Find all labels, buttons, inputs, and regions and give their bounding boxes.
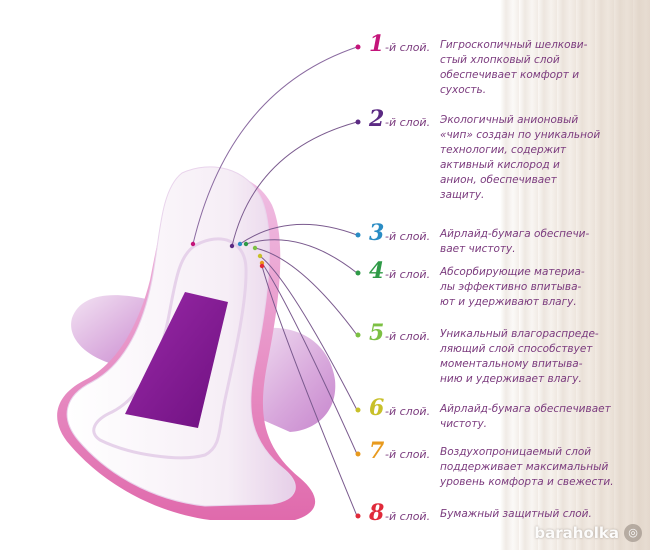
layer-2-description-line: анион, обеспечивает (440, 174, 557, 186)
layer-1-description-line: обеспечивает комфорт и (440, 69, 580, 81)
layer-3-description-line: вает чистоту. (440, 243, 516, 255)
absorbent-core (125, 292, 228, 428)
layer-4-description-line: ют и удерживают влагу. (440, 296, 577, 308)
layer-6-end-dot (355, 407, 361, 413)
layer-5-label: 5-й слой. (369, 322, 430, 344)
layer-2-description-line: Экологичный анионовый (440, 114, 579, 126)
layer-3-origin-dot (237, 241, 243, 247)
layer-7-description-line: Воздухопроницаемый слой (440, 446, 592, 458)
layer-4-label: 4-й слой. (369, 260, 430, 282)
layer-8-description-line: Бумажный защитный слой. (440, 508, 592, 520)
layer-4-number: 4 (369, 258, 385, 284)
layer-4-leader-line (245, 239, 358, 274)
layer-1-description-line: Гигроскопичный шелкови- (440, 39, 588, 51)
layer-1-suffix: -й слой. (385, 41, 431, 54)
layer-4-end-dot (355, 270, 361, 276)
watermark-logo-icon: ◎ (624, 524, 642, 542)
layer-5-description-line: моментальному впитыва- (440, 358, 583, 370)
layer-5-number: 5 (369, 320, 385, 346)
layer-6-leader-line (259, 255, 358, 411)
layer-2-description-line: защиту. (440, 189, 485, 201)
watermark: baraholka ◎ (534, 522, 642, 544)
layer-6-origin-dot (257, 253, 263, 259)
layer-7-description-line: поддерживает максимальный (440, 461, 609, 473)
layer-4-origin-dot (243, 241, 249, 247)
layer-8-leader-line (261, 265, 358, 517)
layer-2-number: 2 (369, 106, 385, 132)
layer-2-description-line: технологии, содержит (440, 144, 567, 156)
layer-3-leader-line (239, 223, 358, 245)
layer-4-description-line: лы эффективно впитыва- (440, 281, 582, 293)
layer-2-description: Экологичный анионовый «чип» создан по уни… (440, 113, 645, 203)
layer-5-description: Уникальный влагораспреде-ляющий слой спо… (440, 327, 645, 387)
layer-5-leader-line (254, 247, 358, 336)
layer-1-leader-line (192, 46, 358, 245)
layer-2-origin-dot (229, 243, 235, 249)
layer-1-label: 1-й слой. (369, 33, 430, 55)
layer-8-origin-dot (259, 263, 265, 269)
layer-5-description-line: Уникальный влагораспреде- (440, 328, 599, 340)
layer-7-description-line: уровень комфорта и свежести. (440, 476, 614, 488)
layer-5-description-line: нию и удерживает влагу. (440, 373, 582, 385)
layer-7-end-dot (355, 451, 361, 457)
layer-6-description-line: чистоту. (440, 418, 488, 430)
leader-lines (190, 44, 361, 519)
layer-1-origin-dot (190, 241, 196, 247)
layer-5-suffix: -й слой. (385, 330, 431, 343)
layer-6-description-line: Айрлайд-бумага обеспечивает (440, 403, 611, 415)
layer-6-label: 6-й слой. (369, 397, 430, 419)
layer-5-origin-dot (252, 245, 258, 251)
layer-4-suffix: -й слой. (385, 268, 431, 281)
layer-2-description-line: «чип» создан по уникальной (440, 129, 601, 141)
layer-3-description-line: Айрлайд-бумага обеспечи- (440, 228, 590, 240)
layer-4-description-line: Абсорбирующие материа- (440, 266, 585, 278)
layer-2-suffix: -й слой. (385, 116, 431, 129)
layer-8-description: Бумажный защитный слой. (440, 507, 645, 522)
layer-8-label: 8-й слой. (369, 502, 430, 524)
layer-3-label: 3-й слой. (369, 222, 430, 244)
layer-3-number: 3 (369, 220, 385, 246)
layer-6-description: Айрлайд-бумага обеспечивает чистоту. (440, 402, 645, 432)
embossed-channel (92, 237, 248, 460)
layer-1-end-dot (355, 44, 361, 50)
layer-7-description: Воздухопроницаемый слой поддерживает макс… (440, 445, 645, 490)
layer-7-number: 7 (369, 438, 385, 464)
layer-8-end-dot (355, 513, 361, 519)
layer-2-description-line: активный кислород и (440, 159, 560, 171)
layer-1-description-line: стый хлопковый слой (440, 54, 560, 66)
layer-1-description-line: сухость. (440, 84, 487, 96)
layer-4-description: Абсорбирующие материа-лы эффективно впит… (440, 265, 645, 310)
layer-3-suffix: -й слой. (385, 230, 431, 243)
layer-6-number: 6 (369, 395, 385, 421)
layer-6-suffix: -й слой. (385, 405, 431, 418)
layer-7-suffix: -й слой. (385, 448, 431, 461)
watermark-text: baraholka (534, 524, 619, 542)
layer-2-label: 2-й слой. (369, 108, 430, 130)
layer-8-suffix: -й слой. (385, 510, 431, 523)
layer-5-end-dot (355, 332, 361, 338)
layer-8-number: 8 (369, 500, 385, 526)
layer-3-description: Айрлайд-бумага обеспечи-вает чистоту. (440, 227, 645, 257)
layer-5-description-line: ляющий слой способствует (440, 343, 593, 355)
layer-7-leader-line (261, 262, 358, 455)
layer-1-description: Гигроскопичный шелкови-стый хлопковый сл… (440, 38, 645, 98)
layer-3-end-dot (355, 232, 361, 238)
layer-2-end-dot (355, 119, 361, 125)
layer-7-label: 7-й слой. (369, 440, 430, 462)
layer-1-number: 1 (369, 31, 385, 57)
layer-2-leader-line (231, 121, 358, 247)
curtain-background (500, 0, 650, 550)
